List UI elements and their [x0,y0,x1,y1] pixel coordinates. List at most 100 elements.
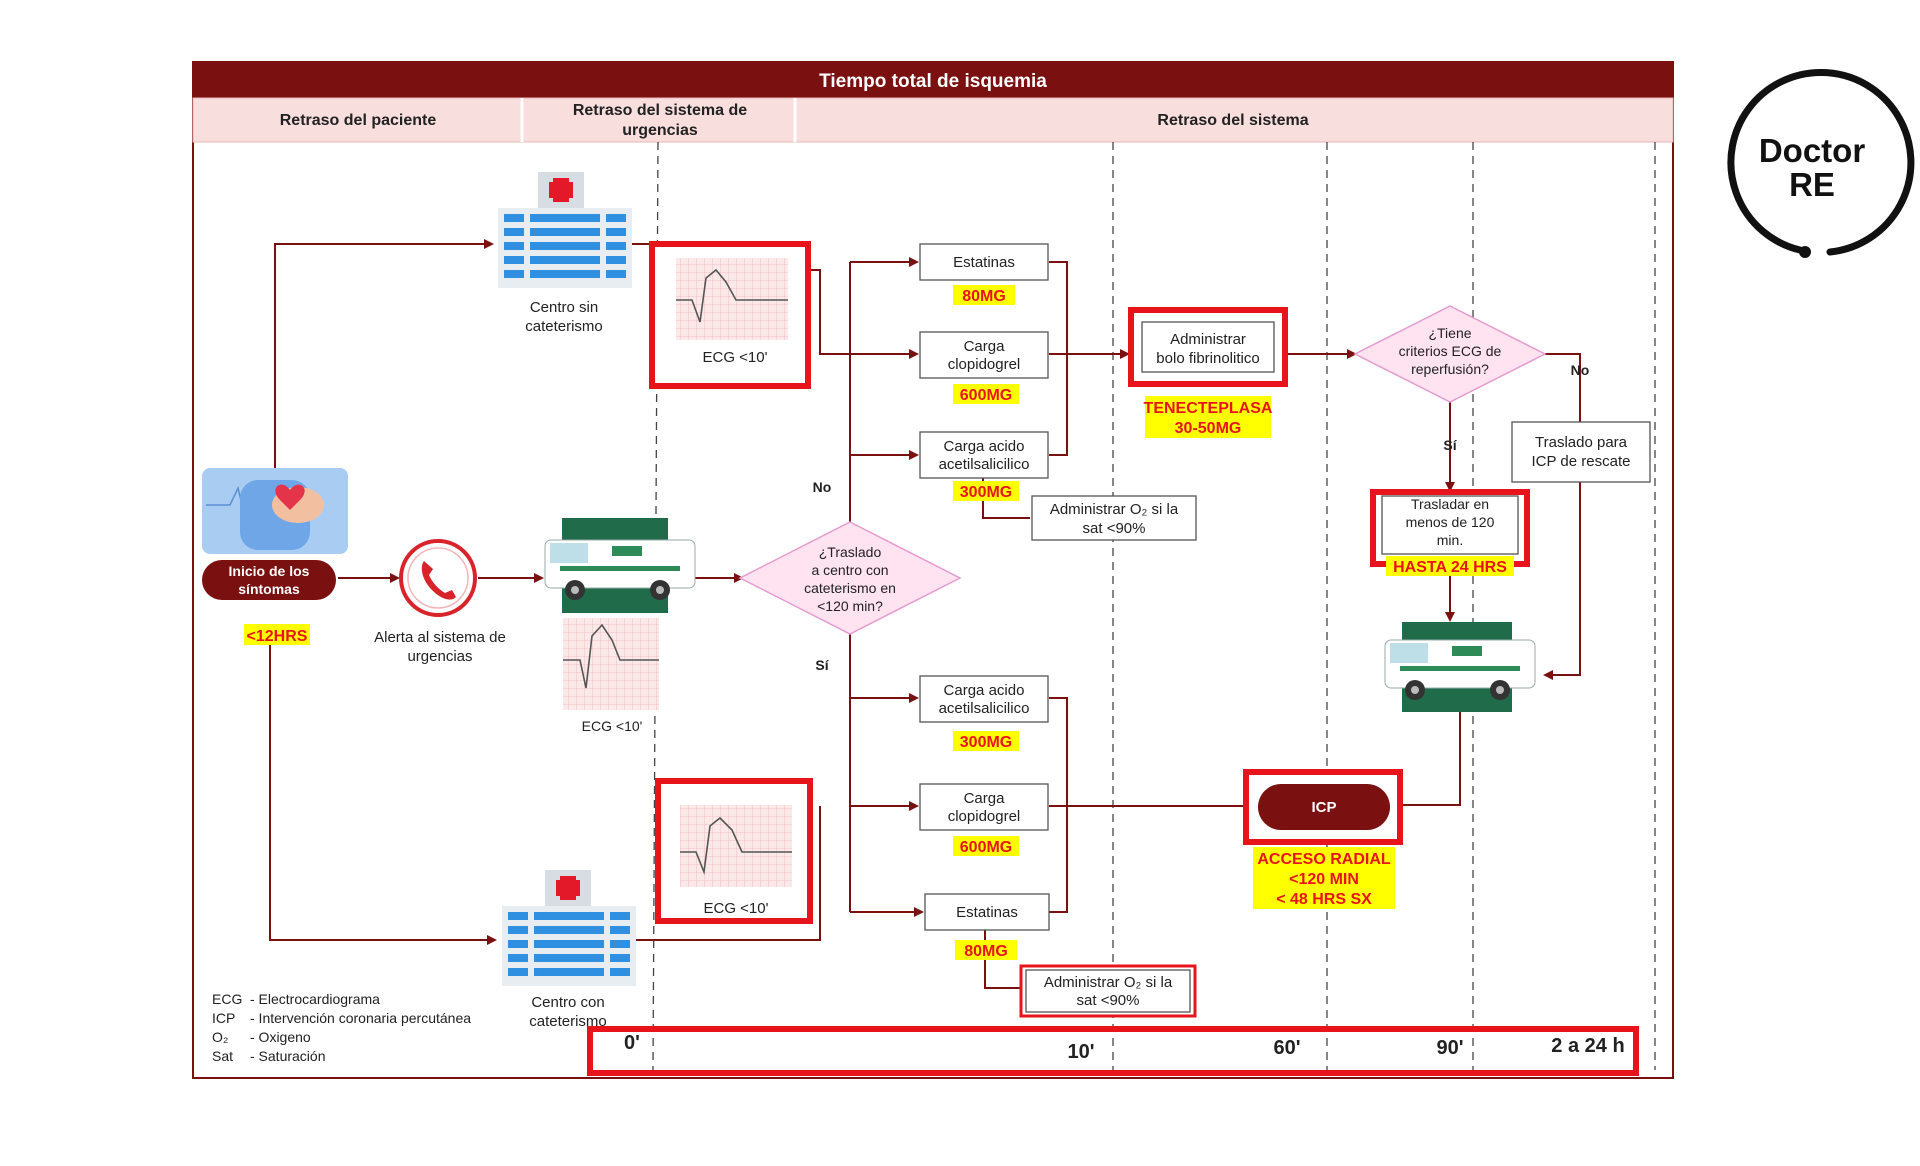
ambulance-icon-right [1384,622,1536,712]
bottom-o2-l1: Administrar O₂ si la [1044,974,1173,991]
top-clopidogrel-l2: clopidogrel [948,356,1021,373]
ecg-top-label: ECG <10' [703,349,768,366]
bottom-clopidogrel-box [919,783,1049,831]
bottom-statins-dose: 80MG [964,943,1008,960]
decision-transfer-diamond [738,521,962,635]
top-o2-l1: Administrar O₂ si la [1050,501,1179,518]
hospital-bottom-label-l1: Centro con [531,994,604,1011]
symptom-onset-label-l1: Inicio de los [229,563,310,579]
hospital-icon-bottom [502,870,636,986]
decision-transfer-l3: cateterismo en [804,580,896,596]
bottom-asa-l2: acetilsalicilico [939,700,1030,717]
column-header-band [192,97,1674,143]
icp-note-highlight [1253,847,1395,909]
symptom-onset-label-l2: síntomas [238,581,300,597]
timeline-60: 60' [1273,1037,1300,1059]
fibrinolytic-note-l2: 30-50MG [1175,420,1242,437]
logo-text-l1: Doctor [1759,132,1865,169]
top-asa-l2: acetilsalicilico [939,456,1030,473]
patient-chest-pain-image [202,468,348,554]
bottom-clopidogrel-dose: 600MG [960,839,1012,856]
bottom-o2-l2: sat <90% [1077,992,1140,1009]
ecg-bottom-label: ECG <10' [704,900,769,917]
icp-note-l3: < 48 HRS SX [1276,891,1372,908]
logo-text-l2: RE [1789,166,1835,203]
timeline-0: 0' [624,1032,640,1054]
top-statins-label: Estatinas [953,254,1015,271]
top-asa-box [919,431,1049,479]
reperfusion-l3: reperfusión? [1411,361,1489,377]
top-asa-l1: Carga acido [944,438,1025,455]
transfer-box [1381,495,1519,555]
top-clopidogrel-box [919,331,1049,379]
emergency-alert-label-l2: urgencias [407,648,472,665]
timeline-2-24h: 2 a 24 h [1551,1035,1624,1057]
legend: ECG - Electrocardiograma ICP - Intervenc… [212,991,471,1064]
bottom-asa-dose: 300MG [960,734,1012,751]
decision-transfer-yes: Sí [815,657,829,673]
transfer-l3: min. [1437,532,1463,548]
bottom-asa-box [919,675,1049,723]
fibrinolytic-note-l1: TENECTEPLASA [1144,400,1273,417]
symptom-onset-node [202,560,336,600]
legend-desc-2: - Oxigeno [250,1029,311,1045]
column-emergency-delay-l1: Retraso del sistema de [573,102,747,119]
top-statins-box [919,243,1049,281]
fibrinolytic-box [1141,321,1275,373]
fibrinolytic-l2: bolo fibrinolitico [1156,350,1259,367]
legend-abbr-3: Sat [212,1048,233,1064]
symptom-onset-note-highlight [244,624,310,645]
icp-note-l1: ACCESO RADIAL [1257,851,1391,868]
title-bar [193,62,1673,98]
ecg-top-strip [676,258,788,340]
legend-abbr-1: ICP [212,1010,235,1026]
symptom-onset-note: <12HRS [247,628,308,645]
hospital-bottom-label-l2: cateterismo [529,1013,607,1030]
fibrinolytic-l1: Administrar [1170,331,1246,348]
column-patient-delay: Retraso del paciente [280,112,437,129]
reperfusion-yes: Sí [1443,437,1457,453]
top-o2-box [1031,495,1197,541]
phone-icon [399,539,477,617]
icp-node [1258,784,1390,830]
bottom-clopidogrel-l1: Carga [964,790,1006,807]
page-title: Tiempo total de isquemia [819,71,1047,92]
legend-abbr-2: O₂ [212,1029,228,1045]
top-clopidogrel-dose-highlight [953,384,1019,404]
ambulance-ecg-label: ECG <10' [582,718,643,734]
icp-label: ICP [1311,799,1336,816]
transfer-l2: menos de 120 [1406,514,1495,530]
icp-note-l2: <120 MIN [1289,871,1359,888]
rescue-icp-box [1511,421,1651,483]
bottom-clopidogrel-dose-highlight [953,836,1019,856]
decision-transfer-l1: ¿Traslado [819,544,882,560]
bottom-statins-dose-highlight [955,940,1017,960]
hospital-icon-top [498,172,632,288]
reperfusion-diamond [1353,305,1547,403]
legend-abbr-0: ECG [212,991,242,1007]
bottom-statins-box [924,893,1050,931]
bottom-clopidogrel-l2: clopidogrel [948,808,1021,825]
legend-desc-1: - Intervención coronaria percutánea [250,1010,471,1026]
bottom-o2-box [1025,969,1191,1013]
timeline-highlight [587,1026,1639,1076]
ambulance-icon [544,518,696,613]
decision-transfer-no: No [813,479,832,495]
rescue-icp-l2: ICP de rescate [1532,453,1631,470]
reperfusion-l2: criterios ECG de [1399,343,1502,359]
doctor-re-logo: Doctor RE [1727,68,1915,258]
column-emergency-delay-l2: urgencias [622,122,698,139]
bottom-asa-l1: Carga acido [944,682,1025,699]
timeline-10: 10' [1067,1041,1094,1063]
decision-transfer-l4: <120 min? [817,598,883,614]
ecg-bottom-strip [680,805,792,887]
legend-desc-0: - Electrocardiograma [250,991,380,1007]
top-clopidogrel-l1: Carga [964,338,1006,355]
reperfusion-no: No [1571,362,1590,378]
top-clopidogrel-dose: 600MG [960,387,1012,404]
ambulance-ecg-strip [563,618,659,710]
bottom-statins-label: Estatinas [956,904,1018,921]
rescue-icp-l1: Traslado para [1535,434,1628,451]
transfer-l1: Trasladar en [1411,496,1489,512]
fibrinolytic-note-highlight [1145,396,1271,438]
